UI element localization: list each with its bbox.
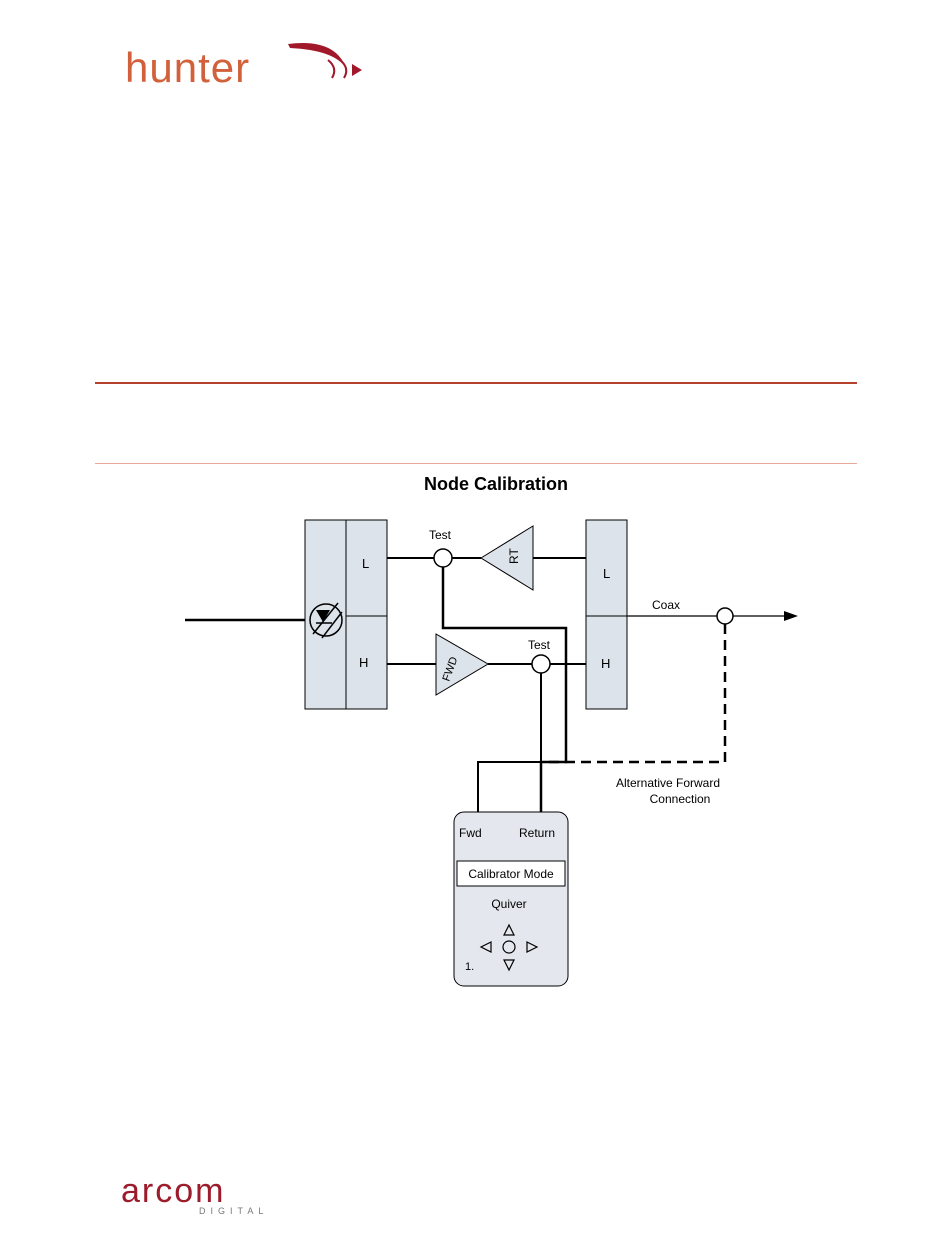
arcom-logo: arcom DIGITAL (95, 1160, 295, 1230)
port-return-label: Return (519, 826, 555, 840)
test-point-bottom (532, 655, 550, 673)
test-bottom-label: Test (528, 638, 551, 652)
return-test-cable (443, 567, 566, 812)
forward-test-cable (478, 673, 541, 812)
coax-arrow-icon (784, 611, 798, 621)
port-fwd-label: Fwd (459, 826, 482, 840)
coax-label: Coax (652, 598, 680, 612)
test-point-top (434, 549, 452, 567)
test-top-label: Test (429, 528, 452, 542)
receiver-high-label: H (359, 655, 368, 670)
coax-tap (717, 608, 733, 624)
alternative-forward-line (544, 624, 725, 762)
receiver-low-label: L (362, 556, 369, 571)
arcom-tagline: DIGITAL (199, 1206, 268, 1216)
return-amplifier-label: RT (507, 548, 521, 564)
device-marker: 1. (465, 961, 474, 973)
device-name: Quiver (491, 897, 526, 911)
splitter-high-label: H (601, 656, 610, 671)
forward-amplifier (436, 634, 488, 695)
alt-forward-label-1: Alternative Forward (616, 776, 720, 790)
arcom-logo-text: arcom (121, 1172, 225, 1210)
alt-forward-label-2: Connection (650, 792, 711, 806)
mode-display-text: Calibrator Mode (468, 867, 554, 881)
splitter-low-label: L (603, 566, 610, 581)
